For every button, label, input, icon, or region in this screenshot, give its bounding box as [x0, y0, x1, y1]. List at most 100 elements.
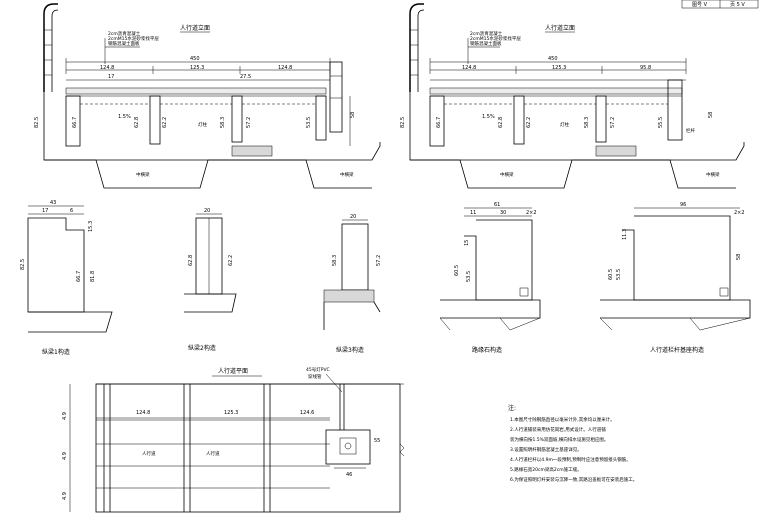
d1-dim-v2: 66.7 — [76, 271, 82, 282]
right-deck-slab — [429, 87, 683, 95]
title-cell-b: 页 5 V — [730, 2, 745, 8]
notes-heading: 注: — [508, 404, 516, 412]
d5-dim-v3: 60.5 — [608, 269, 614, 280]
left-vdim-6: 57.2 — [246, 117, 252, 128]
d2-dim-v1: 62.8 — [188, 255, 194, 266]
right-vdim-5: 58.3 — [584, 117, 590, 128]
title-block: 图号 V 页 5 V — [681, 0, 759, 9]
right-note-3: 钢筋混凝土面板 — [470, 40, 502, 47]
plan-title: 人行道平面 — [218, 367, 248, 375]
note-4: 3.设置照明杆钢筋混凝土基座详见。 — [510, 446, 582, 453]
right-vdim-4: 62.2 — [526, 117, 532, 128]
plan-label-2: 人行道 — [206, 450, 220, 457]
left-deck-slab — [65, 87, 327, 95]
d5-title: 人行道栏杆基座构造 — [650, 346, 704, 354]
plan-dim-right: 55 — [374, 438, 380, 444]
right-vdim-2: 66.7 — [436, 117, 442, 128]
title-cell-a: 图号 V — [692, 2, 708, 8]
d4-dim-v3: 53.5 — [466, 271, 472, 282]
note-5: 4.人行道栏杆以4.9m一段预制,预制时应注意预留接头钢筋。 — [510, 456, 631, 463]
d5-dim-a: 2×2 — [734, 210, 745, 216]
d1-dim-v4: 15.3 — [88, 221, 94, 232]
left-label-beam-c: 中横梁 — [340, 171, 354, 178]
d1-title: 纵梁1构造 — [42, 348, 70, 356]
left-section: 人行道立面 2cm沥青混凝土 2cmM15水泥砂浆找平层 钢筋混凝土面板 450… — [34, 3, 381, 189]
notes: 注: 1.本图尺寸除钢筋直径以毫米计外,其余均以厘米计。 2.人行道铺装采用仿花… — [508, 404, 637, 483]
d4-title: 路缘石构造 — [472, 346, 502, 354]
d5-dim-v4: 58 — [736, 254, 742, 260]
d1-dim-top: 43 — [50, 200, 56, 206]
d4-dim-v2: 60.5 — [454, 265, 460, 276]
right-vdim-1: 82.5 — [400, 117, 406, 128]
left-dim-a: 124.8 — [100, 65, 114, 71]
lamp-post-right — [409, 3, 425, 92]
plan-outline — [95, 383, 401, 513]
left-dim-total: 450 — [190, 56, 200, 62]
d4-dim-top: 61 — [494, 202, 500, 208]
right-vdim-7: 55.5 — [658, 117, 664, 128]
detail-5: 96 2×2 11.3 53.5 60.5 58 人行道栏杆基座构造 — [599, 202, 751, 354]
plan-dim-c: 124.6 — [300, 410, 314, 416]
detail-4: 61 11 30 2×2 15 60.5 53.5 路缘石构造 — [439, 202, 541, 354]
right-label-beam-b: 中横梁 — [500, 171, 514, 178]
d5-dim-v1: 11.3 — [622, 229, 628, 240]
plan-callout: 45号灯PVC — [306, 366, 330, 373]
d4-dim-b: 30 — [500, 210, 506, 216]
plan-dim-v2: 4.9 — [62, 452, 68, 460]
d3-outline — [341, 223, 369, 291]
d1-outline — [27, 217, 85, 313]
right-dim-c: 95.8 — [640, 65, 651, 71]
plan-dim-b: 125.3 — [224, 410, 238, 416]
plan-dim-bottom: 46 — [346, 472, 352, 478]
plan-view: 人行道平面 124.8 125.3 124.6 4.9 4.9 4.9 人行道 … — [62, 366, 405, 513]
right-dim-b: 125.3 — [552, 65, 566, 71]
detail-2: 20 62.8 62.2 纵梁2构造 — [184, 208, 237, 352]
left-label-lamp: 灯柱 — [198, 121, 207, 128]
d1-dim-b: 6 — [70, 208, 73, 214]
right-box-girder — [410, 159, 736, 189]
d2-title: 纵梁2构造 — [188, 344, 216, 352]
left-vdim-5: 58.3 — [220, 117, 226, 128]
left-railing — [329, 61, 343, 133]
right-note-1: 2cm沥青混凝土 — [470, 30, 503, 37]
left-note-1: 2cm沥青混凝土 — [108, 30, 141, 37]
left-note-2: 2cmM15水泥砂浆找平层 — [108, 35, 159, 42]
left-vdim-8: 58 — [350, 112, 356, 118]
plan-label-1: 人行道 — [142, 450, 156, 457]
left-box-girder — [44, 159, 372, 189]
right-section-title: 人行道立面 — [545, 24, 575, 32]
plan-dim-v3: 4.9 — [62, 492, 68, 500]
d1-dim-v1: 82.5 — [20, 259, 26, 270]
left-section-title: 人行道立面 — [180, 24, 210, 32]
d4-dim-c: 2×2 — [526, 210, 537, 216]
right-vdim-8: 58 — [708, 112, 714, 118]
right-slope: 1.5% — [482, 114, 495, 120]
left-vdim-1: 82.5 — [34, 117, 40, 128]
d3-title: 纵梁3构造 — [336, 346, 364, 354]
d1-dim-v3: 81.8 — [90, 271, 96, 282]
plan-dim-a: 124.8 — [136, 410, 150, 416]
left-vdim-4: 62.2 — [162, 117, 168, 128]
left-vdim-3: 62.8 — [134, 117, 140, 128]
left-dim-mid-b: 27.5 — [240, 74, 251, 80]
note-2: 2.人行道铺装采用仿花岗岩,用式设计。人行道铺 — [510, 426, 606, 433]
right-label-beam-c: 中横梁 — [706, 171, 720, 178]
d5-dim-v2: 53.5 — [616, 269, 622, 280]
d4-dim-v1: 15 — [464, 240, 470, 246]
detail-1: 43 17 6 82.5 66.7 81.8 15.3 纵梁1构造 — [20, 200, 113, 356]
right-dim-a: 124.8 — [462, 65, 476, 71]
note-6: 5.路缘石宽20cm梁高2cm施工缝。 — [510, 466, 582, 473]
right-vdim-6: 57.2 — [610, 117, 616, 128]
note-1: 1.本图尺寸除钢筋直径以毫米计外,其余均以厘米计。 — [510, 416, 615, 423]
right-label-lamp: 灯柱 — [560, 121, 569, 128]
left-note-3: 钢筋混凝土面板 — [108, 40, 140, 47]
left-vdim-2: 66.7 — [72, 117, 78, 128]
left-dim-mid-a: 17 — [108, 74, 114, 80]
left-dim-c: 124.8 — [278, 65, 292, 71]
d3-dim-top: 20 — [350, 214, 356, 220]
plan-lamp-base — [325, 429, 371, 465]
d2-dim-top: 20 — [204, 208, 210, 214]
d1-dim-a: 17 — [42, 208, 48, 214]
right-vdim-3: 62.8 — [498, 117, 504, 128]
plan-callout-2: 穿线管 — [308, 373, 322, 380]
